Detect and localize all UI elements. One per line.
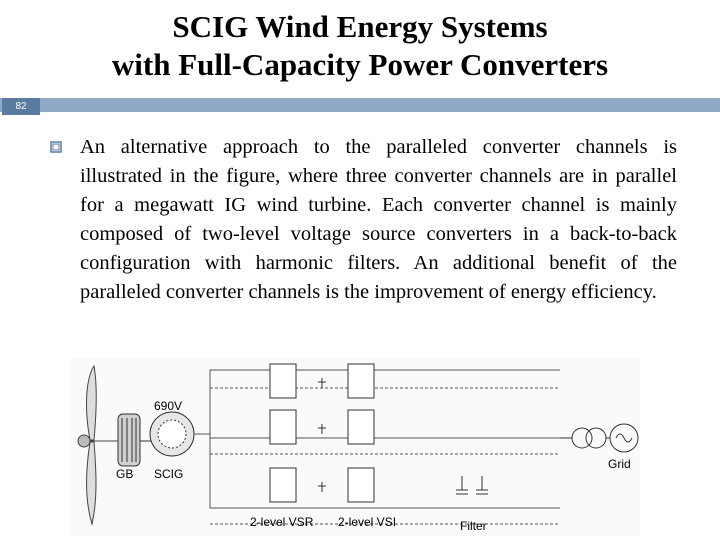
title-line-1: SCIG Wind Energy Systems xyxy=(172,9,548,44)
square-bullet-icon xyxy=(50,141,62,153)
header-bar xyxy=(0,98,720,112)
bus-lines xyxy=(194,369,560,525)
converter-circuit-diagram: GB SCIG 690V Grid 2-level VSR 2-le xyxy=(70,358,640,536)
turbine-icon xyxy=(77,364,118,526)
scig-generator-icon xyxy=(140,411,195,457)
grid-label: Grid xyxy=(608,457,631,471)
vsr-label: 2-level VSR xyxy=(250,515,314,529)
voltage-label: 690V xyxy=(154,399,182,413)
transformer-icon xyxy=(560,427,610,449)
filter-label: Filter xyxy=(460,519,487,533)
grid-source-icon xyxy=(609,423,639,453)
title-line-2: with Full-Capacity Power Converters xyxy=(111,47,609,82)
filter-capacitors xyxy=(456,476,488,495)
bullet-paragraph: An alternative approach to the parallele… xyxy=(80,136,677,303)
vsi-label: 2-level VSI xyxy=(338,515,396,529)
scig-label: SCIG xyxy=(154,467,183,481)
converter-channels xyxy=(269,363,375,503)
slide-title: SCIG Wind Energy Systems with Full-Capac… xyxy=(0,8,720,84)
gearbox-icon xyxy=(117,413,141,467)
gb-label: GB xyxy=(116,467,133,481)
slide-number: 82 xyxy=(2,98,40,115)
